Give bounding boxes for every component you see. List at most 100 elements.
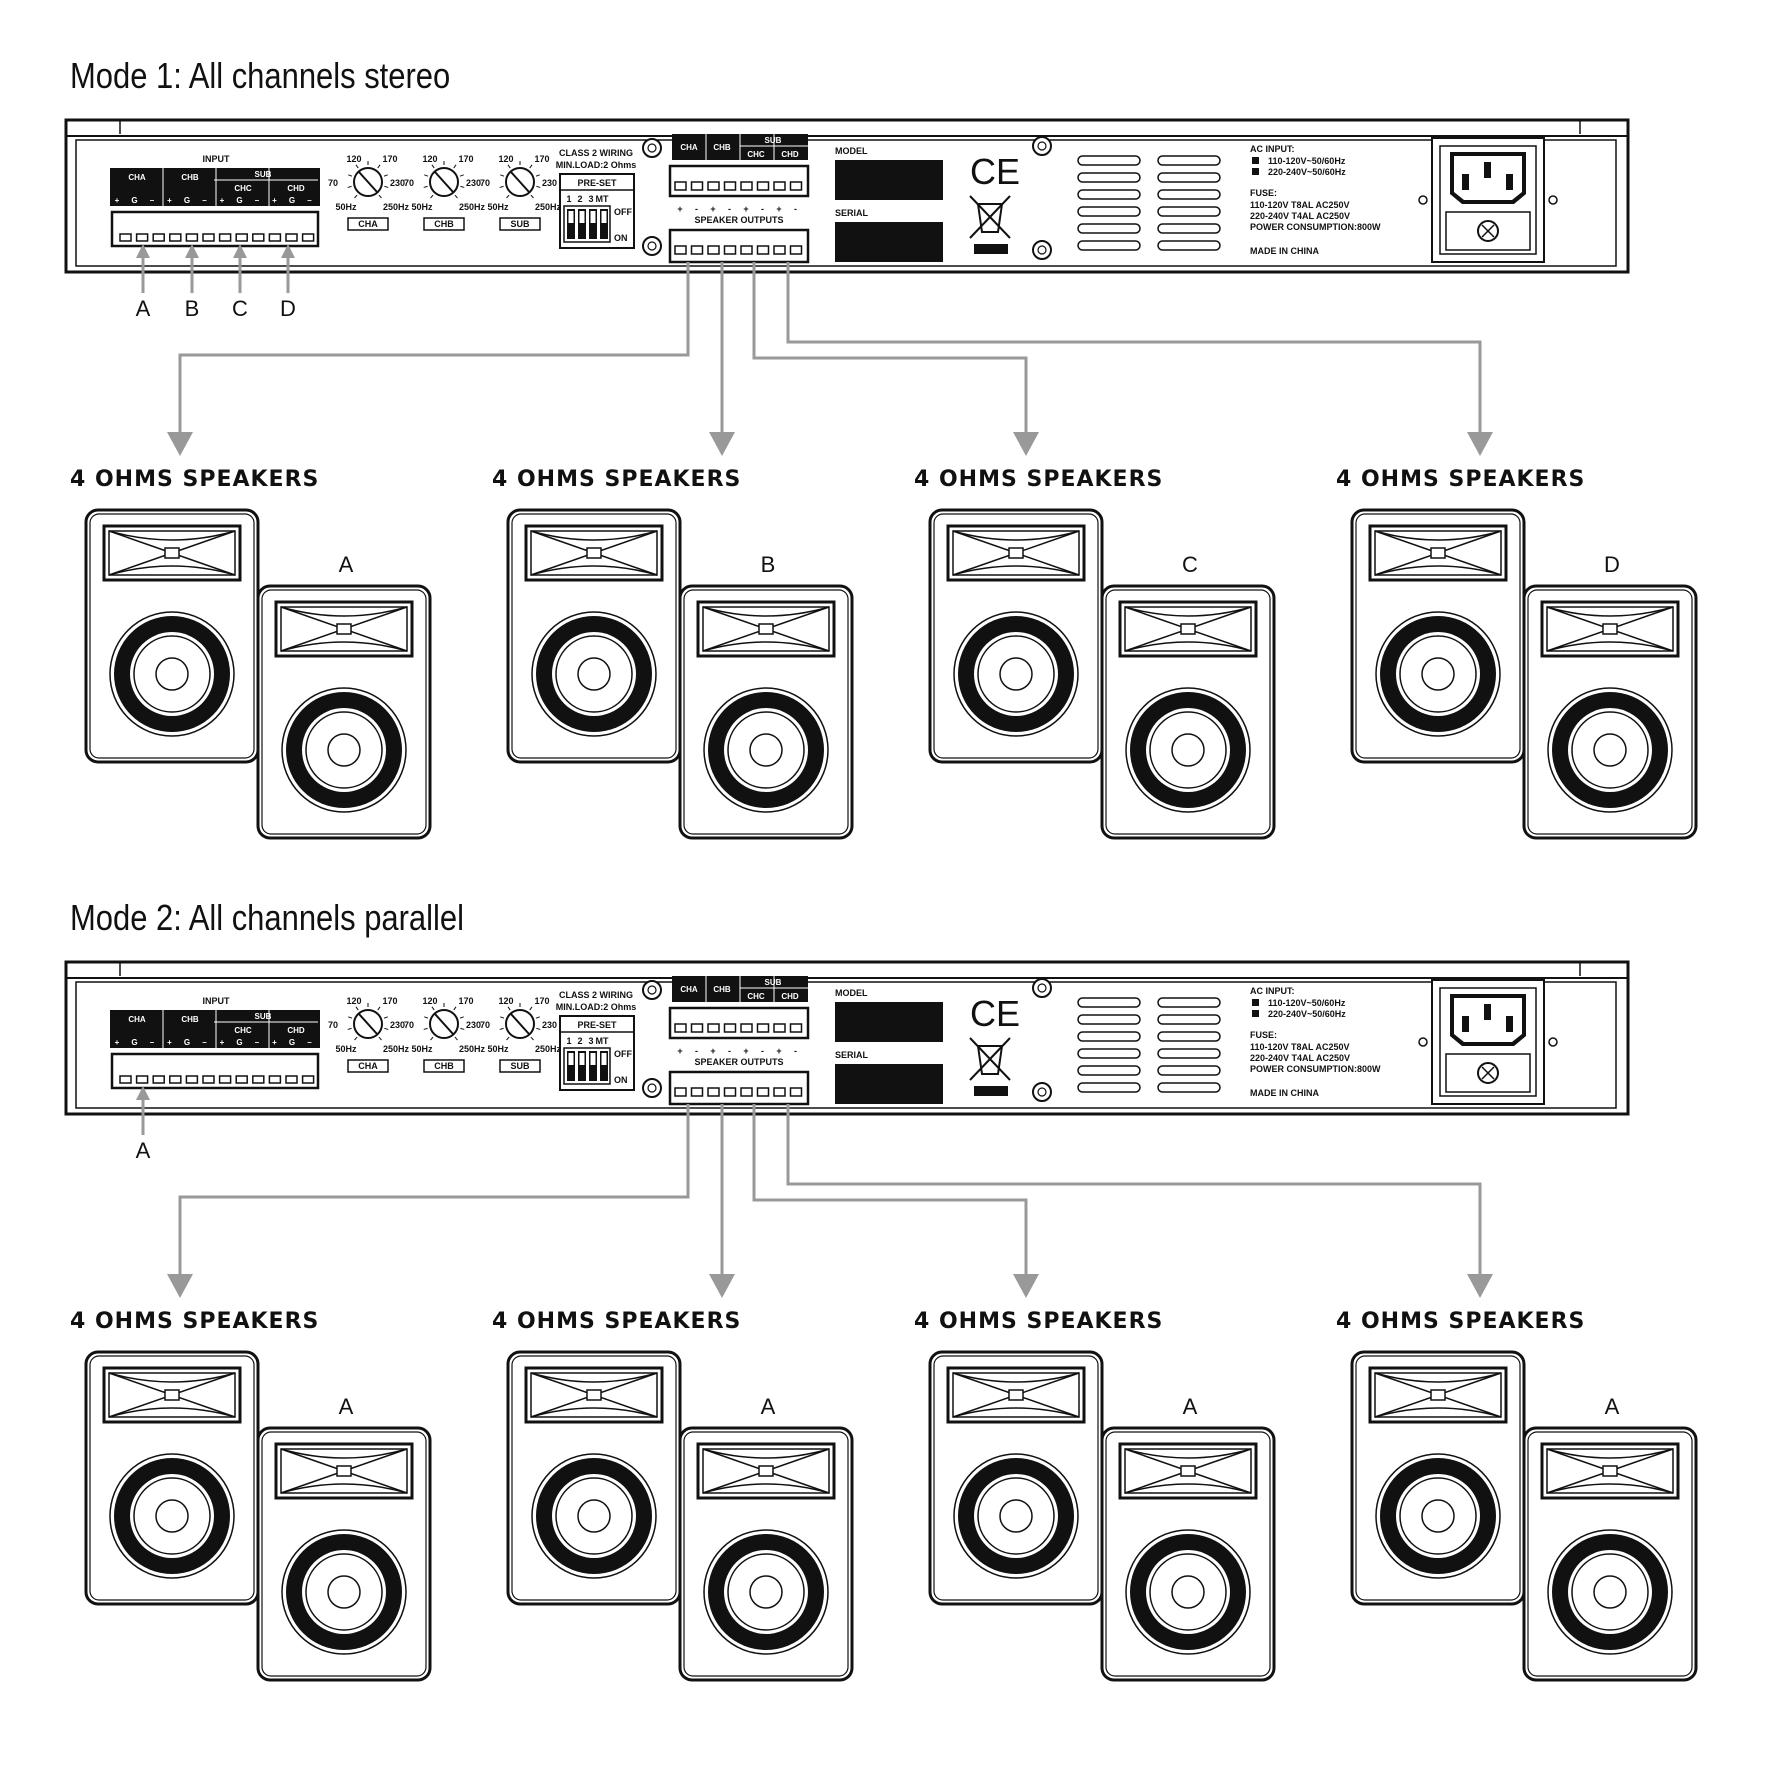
speaker-pair-label: A — [1605, 1394, 1620, 1419]
woofer-ring — [1571, 1553, 1649, 1631]
horn-flare — [108, 565, 236, 576]
tweeter-driver — [758, 623, 774, 635]
woofer-ring — [1399, 1477, 1477, 1555]
tweeter-horn-inner — [1124, 1448, 1252, 1494]
ac-selector-box — [1252, 157, 1259, 164]
tweeter-horn-inner — [1124, 606, 1252, 652]
inlet-screw — [1418, 1037, 1428, 1047]
horn-flare — [530, 530, 658, 541]
class2-line1: CLASS 2 WIRING — [559, 148, 633, 158]
tweeter-driver — [1180, 1465, 1196, 1477]
output-mark: + — [743, 1046, 748, 1056]
dip-lever — [579, 1053, 585, 1065]
terminal-mark: + — [115, 196, 120, 205]
vent-slot — [1077, 1031, 1141, 1042]
knob-scale-label: 230 — [542, 1020, 557, 1030]
input-channel-label: CHC — [234, 1026, 252, 1035]
knob-scale-label: 120 — [346, 996, 361, 1006]
arrow-head — [1467, 1274, 1493, 1298]
speaker-cabinet-inner — [1527, 1431, 1693, 1677]
horn-flare — [1374, 1407, 1502, 1418]
ac-line2: 220-240V~50/60Hz — [1268, 1009, 1346, 1019]
horn-flare — [280, 606, 408, 617]
horn-flare — [1124, 606, 1252, 617]
speaker-outputs-label: SPEAKER OUTPUTS — [694, 215, 783, 225]
iec-pin — [1462, 1016, 1469, 1032]
made-in: MADE IN CHINA — [1250, 1088, 1319, 1098]
woofer-ring — [555, 1477, 633, 1555]
speaker-group-heading: 4 OHMS SPEAKERS — [70, 1309, 319, 1334]
vent-slot — [1157, 206, 1221, 217]
terminal-mark: + — [167, 196, 172, 205]
knob-name: SUB — [510, 1061, 530, 1071]
knob-tick — [384, 1027, 389, 1030]
knob-tick — [431, 164, 435, 169]
tweeter-horn-inner — [530, 530, 658, 576]
input-arrow-head — [136, 244, 150, 258]
serial-label: SERIAL — [835, 208, 869, 218]
iec-pin — [1506, 174, 1513, 190]
ac-selector-box — [1252, 168, 1259, 175]
terminal-mark: – — [202, 196, 207, 205]
woofer-dust-cap — [327, 733, 361, 767]
horn-flare — [530, 565, 658, 576]
screw-terminal — [202, 233, 215, 242]
output-mark: - — [794, 204, 797, 214]
mount-screw — [1032, 978, 1052, 998]
vent-slot — [1077, 1082, 1141, 1093]
horn-flare — [1124, 1483, 1252, 1494]
knob-scale-label: 120 — [422, 154, 437, 164]
screw-terminal — [301, 233, 315, 242]
screw-terminal — [152, 1075, 165, 1084]
vent-slot — [1077, 155, 1141, 166]
signal-wire — [752, 1104, 1028, 1274]
dip-switch — [567, 209, 575, 239]
ac-line1: 110-120V~50/60Hz — [1268, 998, 1346, 1008]
vent-slot — [1077, 997, 1141, 1008]
dip-switch — [600, 209, 608, 239]
output-terminal — [773, 1087, 786, 1097]
knob-tick — [529, 164, 533, 169]
weee-bin-icon — [976, 203, 1004, 233]
horn-flare — [530, 1407, 658, 1418]
knob-scale-label: 70 — [404, 178, 414, 188]
horn-flare — [1546, 606, 1674, 617]
horn-flare — [702, 1483, 830, 1494]
woofer-ring — [1149, 711, 1227, 789]
woofer-ring — [727, 711, 805, 789]
inlet-screw — [1418, 195, 1428, 205]
screw-terminal — [169, 233, 182, 242]
knob-scale-label: 250Hz — [459, 202, 486, 212]
woofer-ring — [977, 635, 1055, 713]
dip-switch — [589, 1051, 597, 1081]
fuse-cross — [1481, 1066, 1495, 1080]
arrow-head — [167, 1274, 193, 1298]
knob-tick — [535, 1016, 540, 1019]
output-terminal — [789, 245, 803, 255]
arrow-head — [1013, 1274, 1039, 1298]
knob-tick — [507, 164, 511, 169]
screw-terminal — [185, 1075, 199, 1084]
woofer-dust-cap — [749, 733, 783, 767]
woofer-dust-cap — [1593, 733, 1627, 767]
knob-scale-label: 170 — [458, 996, 473, 1006]
iec-pin — [1506, 1016, 1513, 1032]
knob-scale-label: 70 — [480, 178, 490, 188]
screw-terminal — [119, 1075, 132, 1084]
ce-mark: CE — [970, 993, 1020, 1034]
fuse-label: FUSE: — [1250, 188, 1277, 198]
arrow-head — [1467, 432, 1493, 456]
screw-terminal — [268, 1075, 282, 1084]
terminal-mark: + — [272, 196, 277, 205]
fuse-line1: 110-120V T8AL AC250V — [1250, 200, 1350, 210]
fuse-line2: 220-240V T4AL AC250V — [1250, 211, 1350, 221]
output-terminal — [723, 181, 737, 191]
mount-screw — [1032, 240, 1052, 260]
knob-scale-label: 230 — [466, 178, 481, 188]
output-terminal — [690, 1023, 704, 1033]
mode-title: Mode 2: All channels parallel — [70, 899, 464, 939]
